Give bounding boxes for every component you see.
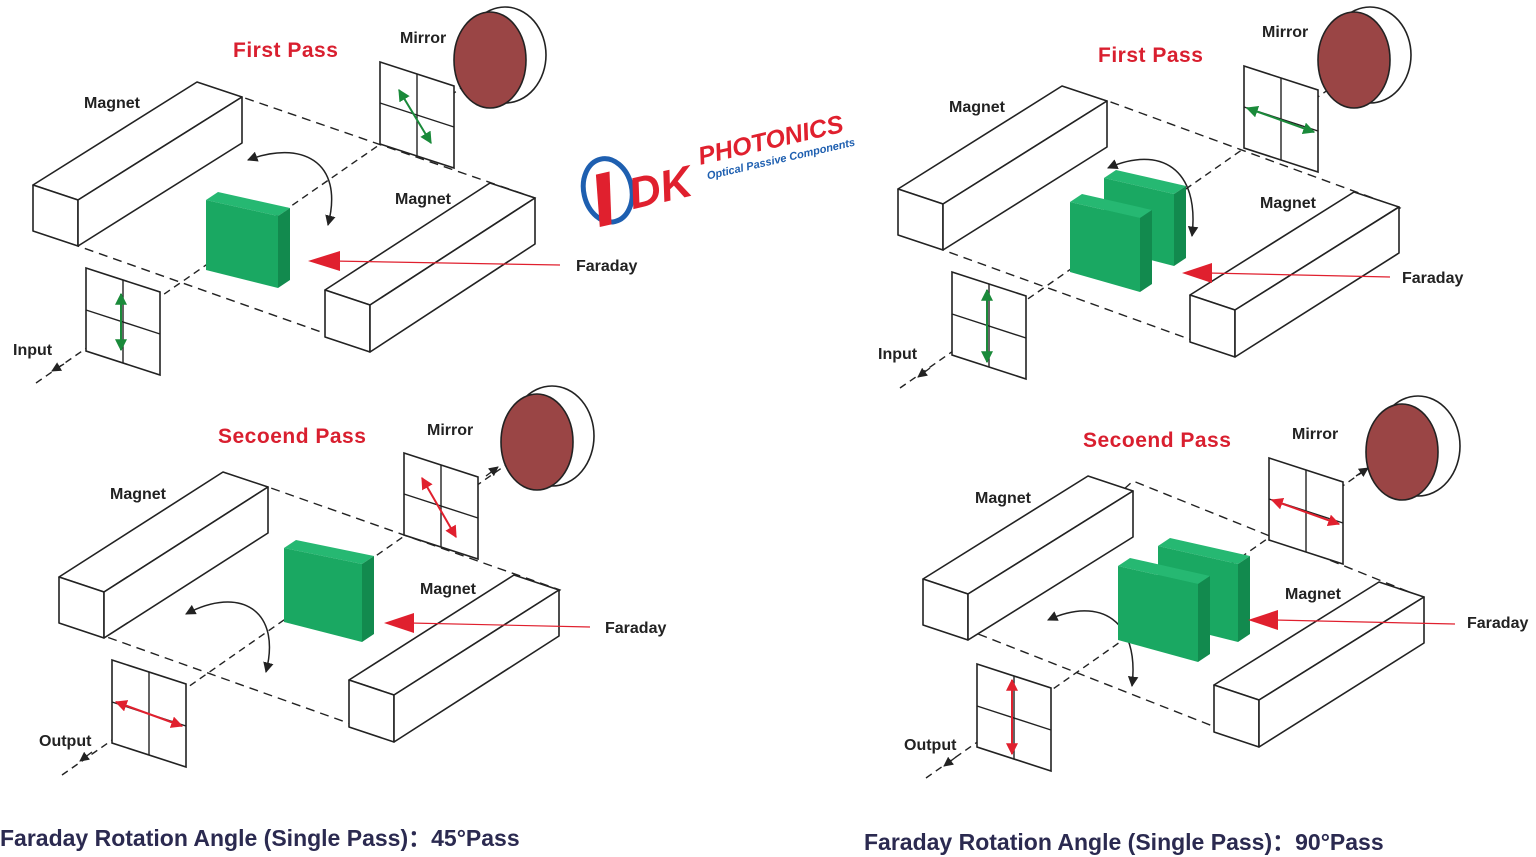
magnet-left — [58, 471, 269, 639]
rotation-arrow — [185, 601, 274, 674]
faraday-crystal-front — [1070, 194, 1152, 292]
dk-photonics-logo: DK PHOTONICS Optical Passive Components — [580, 110, 856, 228]
pass-title: Secoend Pass — [218, 425, 366, 448]
floor-outline — [941, 100, 1402, 357]
output-polarizer — [111, 658, 187, 769]
mirror-polarizer — [379, 60, 455, 170]
output-label: Output — [904, 737, 957, 754]
magnet-label: Magnet — [975, 490, 1032, 507]
caption-45: Faraday Rotation Angle (Single Pass)：45°… — [0, 825, 520, 851]
pass-title: First Pass — [233, 39, 338, 62]
faraday-crystal — [206, 192, 290, 288]
mirror — [453, 6, 547, 109]
faraday-pointer — [409, 622, 591, 628]
magnet-label: Magnet — [1260, 195, 1317, 212]
logo-brand-dk: DK — [624, 156, 700, 219]
rotation-arrow — [1047, 610, 1139, 688]
faraday-label: Faraday — [1467, 615, 1528, 632]
faraday-pointer-head — [1182, 263, 1212, 283]
faraday-label: Faraday — [576, 258, 637, 275]
magnet-label: Magnet — [110, 486, 167, 503]
pass-title: First Pass — [1098, 44, 1203, 67]
mirror-label: Mirror — [1262, 24, 1308, 41]
mirror-polarizer — [1243, 64, 1319, 174]
output-label: Output — [39, 733, 92, 750]
polarization-horizontal-icon — [1270, 497, 1341, 527]
beam-arrow — [485, 466, 499, 477]
magnet-label: Magnet — [395, 191, 452, 208]
input-polarizer — [85, 266, 161, 377]
input-polarizer — [951, 270, 1027, 381]
polarization-diagonal-icon — [421, 476, 457, 539]
polarization-horizontal-icon — [1245, 105, 1316, 135]
magnet-label: Magnet — [949, 99, 1006, 116]
beam-arrow — [1355, 467, 1369, 477]
input-label: Input — [878, 346, 918, 363]
input-label: Input — [13, 342, 53, 359]
mirror — [1317, 6, 1412, 109]
polarization-diagonal-icon — [398, 88, 432, 145]
magnet-left — [897, 85, 1108, 251]
output-arrow — [79, 751, 93, 762]
output-polarizer — [976, 662, 1052, 773]
magnet-left — [32, 81, 243, 247]
magnet-left — [922, 475, 1134, 641]
floor-outline — [102, 486, 562, 741]
faraday-pointer-head — [1248, 610, 1278, 630]
panel-45-second-pass: Secoend Pass Mirror Magnet Magnet Farada… — [39, 385, 666, 776]
mirror — [1365, 395, 1461, 501]
input-arrow — [917, 367, 931, 378]
rotation-arrow — [247, 151, 336, 227]
panel-45-first-pass: First Pass Mirror Magnet Magnet Faraday … — [13, 6, 637, 384]
mirror-label: Mirror — [400, 30, 446, 47]
panel-90-second-pass: Secoend Pass Mirror Magnet Magnet Farada… — [904, 395, 1528, 779]
mirror-polarizer — [403, 451, 479, 561]
faraday-pointer-head — [308, 251, 340, 271]
magnet-label: Magnet — [420, 581, 477, 598]
magnet-right — [324, 182, 536, 353]
mirror-polarizer — [1268, 456, 1344, 566]
mirror-label: Mirror — [1292, 426, 1338, 443]
input-arrow — [51, 362, 65, 372]
mirror — [500, 385, 595, 491]
output-arrow — [943, 756, 957, 767]
faraday-label: Faraday — [1402, 270, 1463, 287]
rotation-arrow — [1107, 158, 1199, 238]
magnet-label: Magnet — [84, 95, 141, 112]
faraday-pointer-head — [384, 613, 414, 633]
magnet-right — [1213, 581, 1425, 748]
faraday-crystal — [284, 540, 374, 642]
magnet-right — [1189, 191, 1400, 358]
magnet-right — [348, 574, 560, 743]
caption-90: Faraday Rotation Angle (Single Pass)：90°… — [864, 829, 1384, 855]
magnet-label: Magnet — [1285, 586, 1342, 603]
faraday-crystal-front — [1118, 558, 1210, 662]
panel-90-first-pass: First Pass Mirror Magnet Magnet Faraday … — [878, 6, 1463, 389]
faraday-pointer — [1207, 272, 1391, 278]
logo-emblem-icon — [580, 156, 635, 228]
faraday-pointer — [331, 260, 561, 266]
polarization-horizontal-icon — [114, 700, 184, 728]
floor-outline — [966, 480, 1426, 746]
mirror-label: Mirror — [427, 422, 473, 439]
pass-title: Secoend Pass — [1083, 429, 1231, 452]
faraday-label: Faraday — [605, 620, 666, 637]
faraday-pointer — [1273, 619, 1456, 625]
